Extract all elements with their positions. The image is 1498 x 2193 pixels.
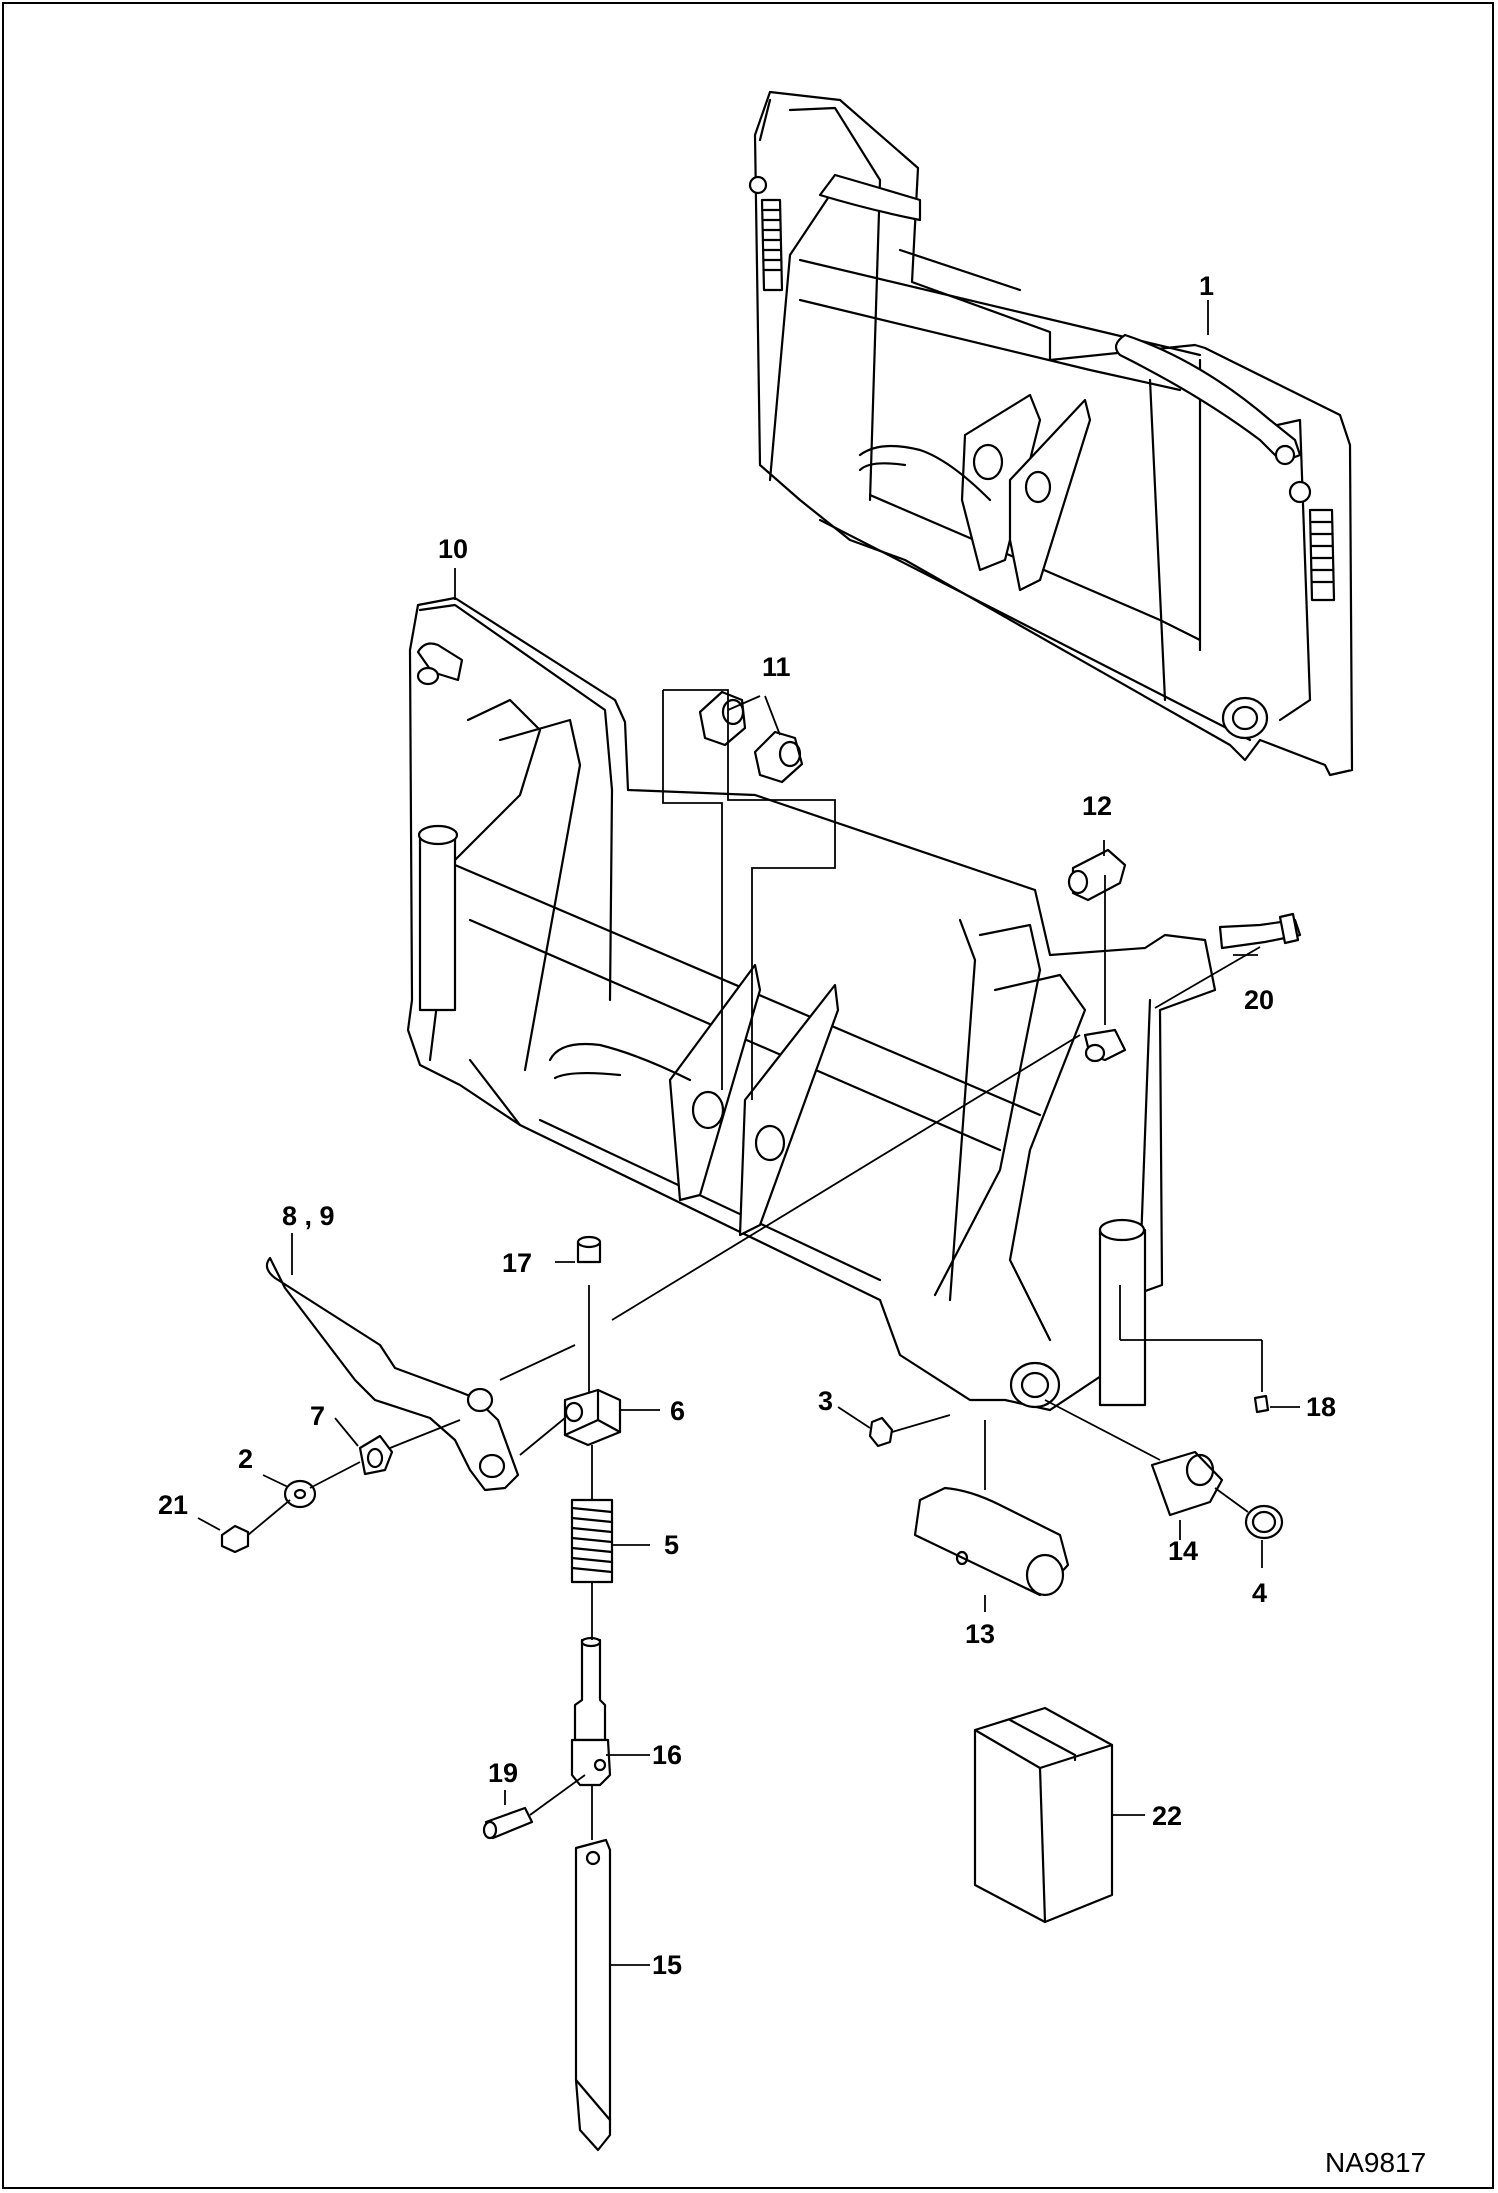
label-22: 22	[1152, 1801, 1182, 1831]
part-10-mounting-frame	[406, 596, 1217, 1412]
label-21: 21	[158, 1490, 188, 1520]
label-8-9: 8 , 9	[282, 1201, 335, 1231]
part-19-roll-pin	[482, 1806, 534, 1840]
part-7-spring-bushing	[358, 1434, 394, 1476]
part-21-nut	[220, 1524, 250, 1554]
label-5: 5	[664, 1530, 679, 1560]
part-2-washer	[283, 1479, 317, 1509]
part-14-bushing	[1150, 1450, 1224, 1517]
part-22-kit-box	[973, 1706, 1114, 1924]
part-15-wedge	[574, 1838, 612, 2152]
label-13: 13	[965, 1619, 995, 1649]
label-6: 6	[670, 1396, 685, 1426]
part-4-snap-ring	[1244, 1504, 1284, 1540]
label-2: 2	[238, 1444, 253, 1474]
part-6-block	[563, 1388, 622, 1447]
part-3-grease-fitting	[868, 1416, 894, 1448]
part-8-9-lever	[265, 1256, 520, 1492]
part-20-bolt	[1154, 912, 1302, 1009]
label-14: 14	[1168, 1536, 1198, 1566]
label-11: 11	[762, 652, 791, 682]
part-12-pin	[1067, 848, 1127, 1025]
part-16-clevis-rod	[570, 1636, 612, 1787]
part-5-spring	[570, 1498, 614, 1584]
label-4: 4	[1252, 1578, 1267, 1608]
label-19: 19	[488, 1758, 518, 1788]
label-17: 17	[502, 1248, 532, 1278]
label-12: 12	[1082, 791, 1112, 821]
label-18: 18	[1306, 1392, 1336, 1422]
label-16: 16	[652, 1740, 682, 1770]
label-7: 7	[310, 1401, 325, 1431]
label-1: 1	[1199, 271, 1214, 301]
part-17-cap-screw	[576, 1235, 602, 1395]
part-13-pivot-pin	[913, 1486, 1070, 1597]
label-20: 20	[1244, 985, 1274, 1015]
label-3: 3	[818, 1386, 833, 1416]
label-10: 10	[438, 534, 468, 564]
leader-lines	[197, 300, 1300, 1966]
callout-labels: 1 2 3 4 5 6 7 8 , 9 10 11 12 13 14 15 16…	[158, 271, 1426, 2178]
part-11-bushings	[662, 689, 836, 1100]
part-1-mounting-frame-assembly	[748, 90, 1354, 777]
part-18-pin	[1253, 1394, 1270, 1414]
drawing-code: NA9817	[1325, 2147, 1426, 2178]
label-15: 15	[652, 1950, 682, 1980]
